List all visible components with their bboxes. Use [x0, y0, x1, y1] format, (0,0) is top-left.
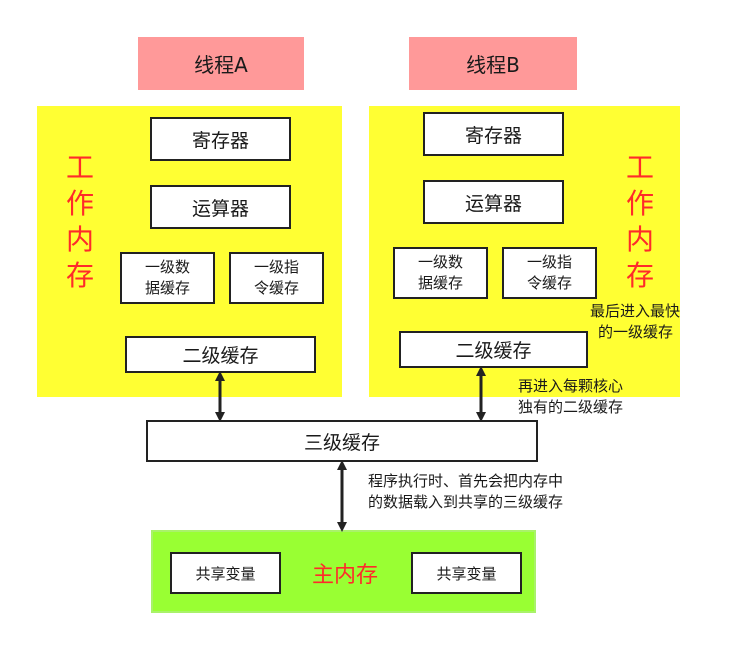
- thread-b-l1-inst-cache: 一级指 令缓存: [502, 247, 597, 299]
- main-memory-title-text: 主内存: [311, 563, 378, 588]
- thread-b-work-memory-text: 工作内存: [625, 151, 654, 292]
- thread-b-alu-label: 运算器: [464, 192, 522, 215]
- shared-variable-left: 共享变量: [170, 552, 281, 594]
- thread-a-l1-data-line2: 据缓存: [144, 279, 190, 297]
- thread-a-l1-inst-line1: 一级指: [253, 258, 299, 276]
- thread-a-l2-label: 二级缓存: [182, 345, 259, 367]
- thread-a-l1-data-cache: 一级数 据缓存: [120, 252, 215, 304]
- thread-a-header: 线程A: [138, 37, 304, 90]
- note-step2-line2: 独有的二级缓存: [518, 398, 624, 416]
- note-step2-line1: 再进入每颗核心: [518, 377, 624, 395]
- thread-b-title: 线程B: [466, 53, 520, 77]
- thread-b-l2-label: 二级缓存: [455, 340, 532, 362]
- note-step2: 再进入每颗核心 独有的二级缓存: [518, 376, 623, 418]
- thread-a-register-label: 寄存器: [191, 129, 249, 152]
- note-step3: 最后进入最快 的一级缓存: [590, 301, 680, 343]
- thread-a-title: 线程A: [194, 53, 248, 77]
- main-memory-title: 主内存: [290, 552, 400, 594]
- thread-a-register: 寄存器: [150, 117, 291, 161]
- thread-b-register-label: 寄存器: [464, 124, 522, 147]
- shared-variable-right: 共享变量: [411, 552, 522, 594]
- note-step1-line1: 程序执行时、首先会把内存中: [368, 472, 564, 490]
- thread-b-alu: 运算器: [423, 180, 564, 224]
- thread-a-l1-data-line1: 一级数: [144, 258, 190, 276]
- shared-variable-left-label: 共享变量: [195, 564, 256, 583]
- thread-a-alu-label: 运算器: [191, 197, 249, 220]
- note-step3-line2: 的一级缓存: [598, 323, 674, 341]
- thread-b-header: 线程B: [409, 37, 577, 90]
- note-step1: 程序执行时、首先会把内存中 的数据载入到共享的三级缓存: [368, 471, 563, 513]
- note-step3-line1: 最后进入最快: [590, 302, 681, 320]
- l3-cache-label: 三级缓存: [303, 431, 380, 454]
- shared-variable-right-label: 共享变量: [436, 564, 497, 583]
- thread-a-alu: 运算器: [150, 185, 291, 229]
- thread-b-l1-inst-line1: 一级指: [526, 253, 572, 271]
- thread-a-l1-inst-cache: 一级指 令缓存: [229, 252, 324, 304]
- thread-b-l1-inst-line2: 令缓存: [526, 274, 572, 292]
- thread-b-register: 寄存器: [423, 112, 564, 156]
- thread-b-l1-data-line2: 据缓存: [417, 274, 463, 292]
- thread-b-work-memory-label: 工作内存: [623, 150, 657, 294]
- thread-a-l1-inst-line2: 令缓存: [253, 279, 299, 297]
- thread-b-l1-data-cache: 一级数 据缓存: [393, 247, 488, 299]
- thread-b-l2-cache: 二级缓存: [399, 331, 588, 368]
- thread-b-l1-data-line1: 一级数: [417, 253, 463, 271]
- note-step1-line2: 的数据载入到共享的三级缓存: [368, 493, 564, 511]
- thread-a-work-memory-text: 工作内存: [65, 151, 94, 292]
- thread-a-work-memory-label: 工作内存: [63, 150, 97, 294]
